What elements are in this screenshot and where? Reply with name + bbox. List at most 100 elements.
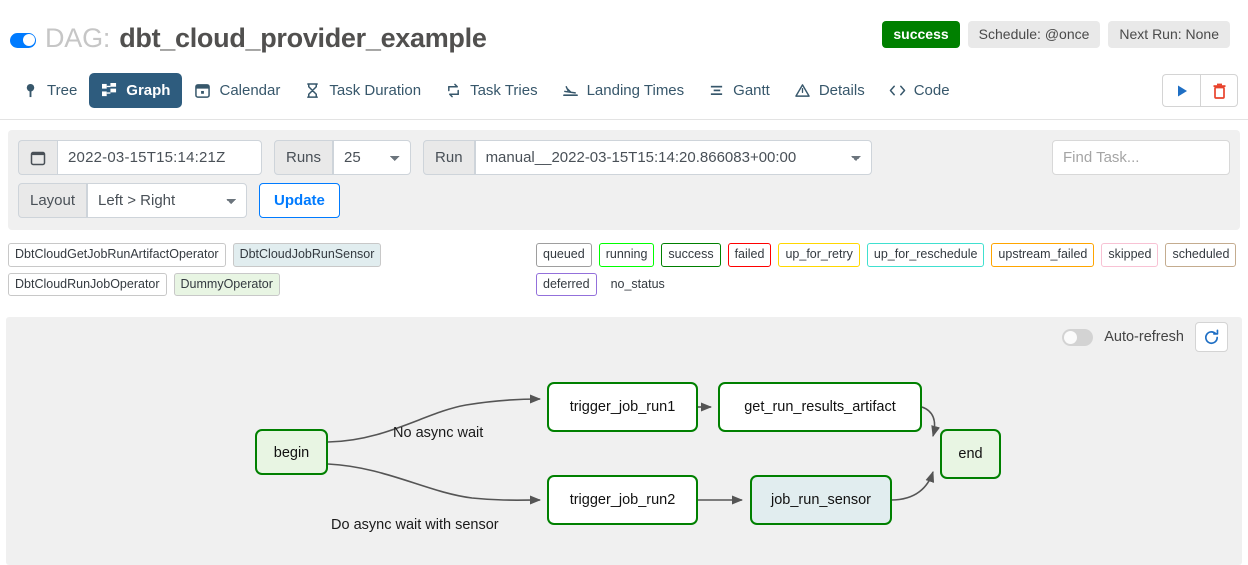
node-label: begin bbox=[274, 445, 309, 461]
layout-label: Layout bbox=[18, 183, 88, 218]
graph-icon bbox=[101, 82, 118, 99]
delete-dag-button[interactable] bbox=[1200, 74, 1238, 107]
calendar-icon[interactable] bbox=[18, 140, 57, 175]
runs-group: Runs 25 bbox=[274, 140, 412, 175]
auto-refresh-toggle[interactable] bbox=[1062, 328, 1094, 346]
graph-edges bbox=[327, 394, 940, 505]
edge-begin-trigger_job_run1[interactable] bbox=[327, 394, 542, 443]
alert-triangle-icon bbox=[794, 82, 811, 99]
tab-label: Details bbox=[818, 82, 865, 99]
graph-node-trigger_job_run2[interactable]: trigger_job_run2 bbox=[547, 475, 698, 525]
filter-row-primary: Runs 25 Run manual__2022-03-15T15:14:20.… bbox=[18, 140, 1230, 175]
graph-node-job_run_sensor[interactable]: job_run_sensor bbox=[750, 475, 892, 525]
tab-label: Task Tries bbox=[470, 82, 538, 99]
graph-node-get_run_results_artifact[interactable]: get_run_results_artifact bbox=[718, 382, 922, 432]
run-group: Run manual__2022-03-15T15:14:20.866083+0… bbox=[423, 140, 872, 175]
tab-graph[interactable]: Graph bbox=[89, 73, 183, 108]
edge-label-do-async-wait-with-sensor: Do async wait with sensor bbox=[331, 517, 499, 533]
tab-label: Task Duration bbox=[329, 82, 422, 99]
page-title: dbt_cloud_provider_example bbox=[119, 22, 487, 53]
edge-begin-trigger_job_run2[interactable] bbox=[327, 463, 542, 505]
dag-prefix-label: DAG: bbox=[45, 22, 111, 53]
run-select[interactable]: manual__2022-03-15T15:14:20.866083+00:00 bbox=[474, 140, 872, 175]
layout-select[interactable]: Left > Right bbox=[87, 183, 248, 218]
graph-edge-labels: No async wait Do async wait with sensor bbox=[331, 425, 499, 533]
node-label: trigger_job_run1 bbox=[570, 399, 676, 415]
run-filter-bar: Runs 25 Run manual__2022-03-15T15:14:20.… bbox=[8, 130, 1240, 230]
graph-node-begin[interactable]: begin bbox=[255, 429, 328, 475]
status-badge[interactable]: success bbox=[882, 20, 960, 48]
tab-task-duration[interactable]: Task Duration bbox=[292, 73, 433, 108]
state-chip-up-for-reschedule[interactable]: up_for_reschedule bbox=[866, 243, 985, 267]
gantt-icon bbox=[708, 82, 725, 99]
runs-select[interactable]: 25 bbox=[333, 140, 412, 175]
trash-icon bbox=[1213, 83, 1225, 99]
dag-header: DAG: dbt_cloud_provider_example success … bbox=[0, 0, 1248, 62]
tab-landing-times[interactable]: Landing Times bbox=[550, 73, 697, 108]
edge-get_run_results_artifact-end[interactable] bbox=[921, 406, 940, 438]
node-label: job_run_sensor bbox=[770, 492, 871, 508]
plane-landing-icon bbox=[562, 82, 579, 99]
schedule-badge[interactable]: Schedule: @once bbox=[967, 20, 1101, 48]
dag-graph-svg: No async wait Do async wait with sensor … bbox=[255, 382, 1001, 533]
state-chip-skipped[interactable]: skipped bbox=[1101, 243, 1159, 267]
state-chip-no-status[interactable]: no_status bbox=[610, 276, 665, 291]
tab-label: Tree bbox=[47, 82, 78, 99]
tab-gantt[interactable]: Gantt bbox=[696, 73, 782, 108]
update-button[interactable]: Update bbox=[259, 183, 340, 218]
graph-toolbar: Auto-refresh bbox=[1062, 322, 1228, 352]
operator-chip[interactable]: DbtCloudJobRunSensor bbox=[232, 243, 382, 267]
tab-calendar[interactable]: Calendar bbox=[182, 73, 292, 108]
tab-label: Landing Times bbox=[586, 82, 685, 99]
node-label: trigger_job_run2 bbox=[570, 492, 676, 508]
tab-code[interactable]: Code bbox=[877, 73, 962, 108]
operator-legend: DbtCloudGetJobRunArtifactOperator DbtClo… bbox=[8, 243, 536, 296]
runs-label: Runs bbox=[274, 140, 334, 175]
search-input[interactable] bbox=[1052, 140, 1230, 175]
state-chip-running[interactable]: running bbox=[598, 243, 655, 267]
edge-job_run_sensor-end[interactable] bbox=[890, 470, 935, 501]
refresh-button[interactable] bbox=[1195, 322, 1228, 352]
play-icon bbox=[1177, 85, 1187, 96]
refresh-icon bbox=[1205, 328, 1219, 344]
state-chip-scheduled[interactable]: scheduled bbox=[1165, 243, 1237, 267]
calendar-icon bbox=[194, 82, 211, 99]
node-label: end bbox=[958, 446, 982, 462]
operator-chip[interactable]: DbtCloudRunJobOperator bbox=[8, 272, 167, 296]
tab-tree[interactable]: Tree bbox=[10, 73, 89, 108]
next-run-badge[interactable]: Next Run: None bbox=[1108, 20, 1230, 48]
run-label: Run bbox=[423, 140, 475, 175]
header-badges: success Schedule: @once Next Run: None bbox=[882, 20, 1238, 48]
filter-row-layout: Layout Left > Right Update bbox=[18, 183, 1230, 218]
state-chip-success[interactable]: success bbox=[661, 243, 721, 267]
operator-chip[interactable]: DbtCloudGetJobRunArtifactOperator bbox=[8, 243, 226, 267]
execution-date-input[interactable] bbox=[57, 140, 262, 175]
tab-details[interactable]: Details bbox=[782, 73, 877, 108]
layout-group: Layout Left > Right bbox=[18, 183, 248, 218]
state-legend: queued running success failed up_for_ret… bbox=[536, 243, 1240, 296]
hourglass-icon bbox=[304, 82, 321, 99]
tab-label: Calendar bbox=[219, 82, 281, 99]
trigger-dag-button[interactable] bbox=[1162, 74, 1200, 107]
graph-node-trigger_job_run1[interactable]: trigger_job_run1 bbox=[547, 382, 698, 432]
state-chip-upstream-failed[interactable]: upstream_failed bbox=[991, 243, 1095, 267]
state-chip-deferred[interactable]: deferred bbox=[536, 272, 597, 296]
legend-area: DbtCloudGetJobRunArtifactOperator DbtClo… bbox=[0, 230, 1248, 296]
operator-chip[interactable]: DummyOperator bbox=[173, 272, 280, 296]
retry-icon bbox=[445, 82, 462, 99]
tab-label: Gantt bbox=[733, 82, 770, 99]
dag-actions bbox=[1162, 74, 1238, 107]
tab-label: Graph bbox=[126, 82, 171, 99]
edge-label-no-async-wait: No async wait bbox=[393, 425, 483, 441]
state-chip-failed[interactable]: failed bbox=[727, 243, 772, 267]
graph-canvas[interactable]: Auto-refresh No async wait Do async w bbox=[6, 317, 1242, 565]
tab-task-tries[interactable]: Task Tries bbox=[433, 73, 550, 108]
dag-paused-toggle[interactable] bbox=[10, 32, 36, 48]
graph-node-end[interactable]: end bbox=[940, 429, 1001, 479]
code-icon bbox=[889, 82, 906, 99]
node-label: get_run_results_artifact bbox=[744, 399, 896, 415]
state-chip-up-for-retry[interactable]: up_for_retry bbox=[778, 243, 860, 267]
state-chip-queued[interactable]: queued bbox=[536, 243, 592, 267]
auto-refresh-label: Auto-refresh bbox=[1104, 329, 1184, 345]
execution-date-group bbox=[18, 140, 262, 175]
